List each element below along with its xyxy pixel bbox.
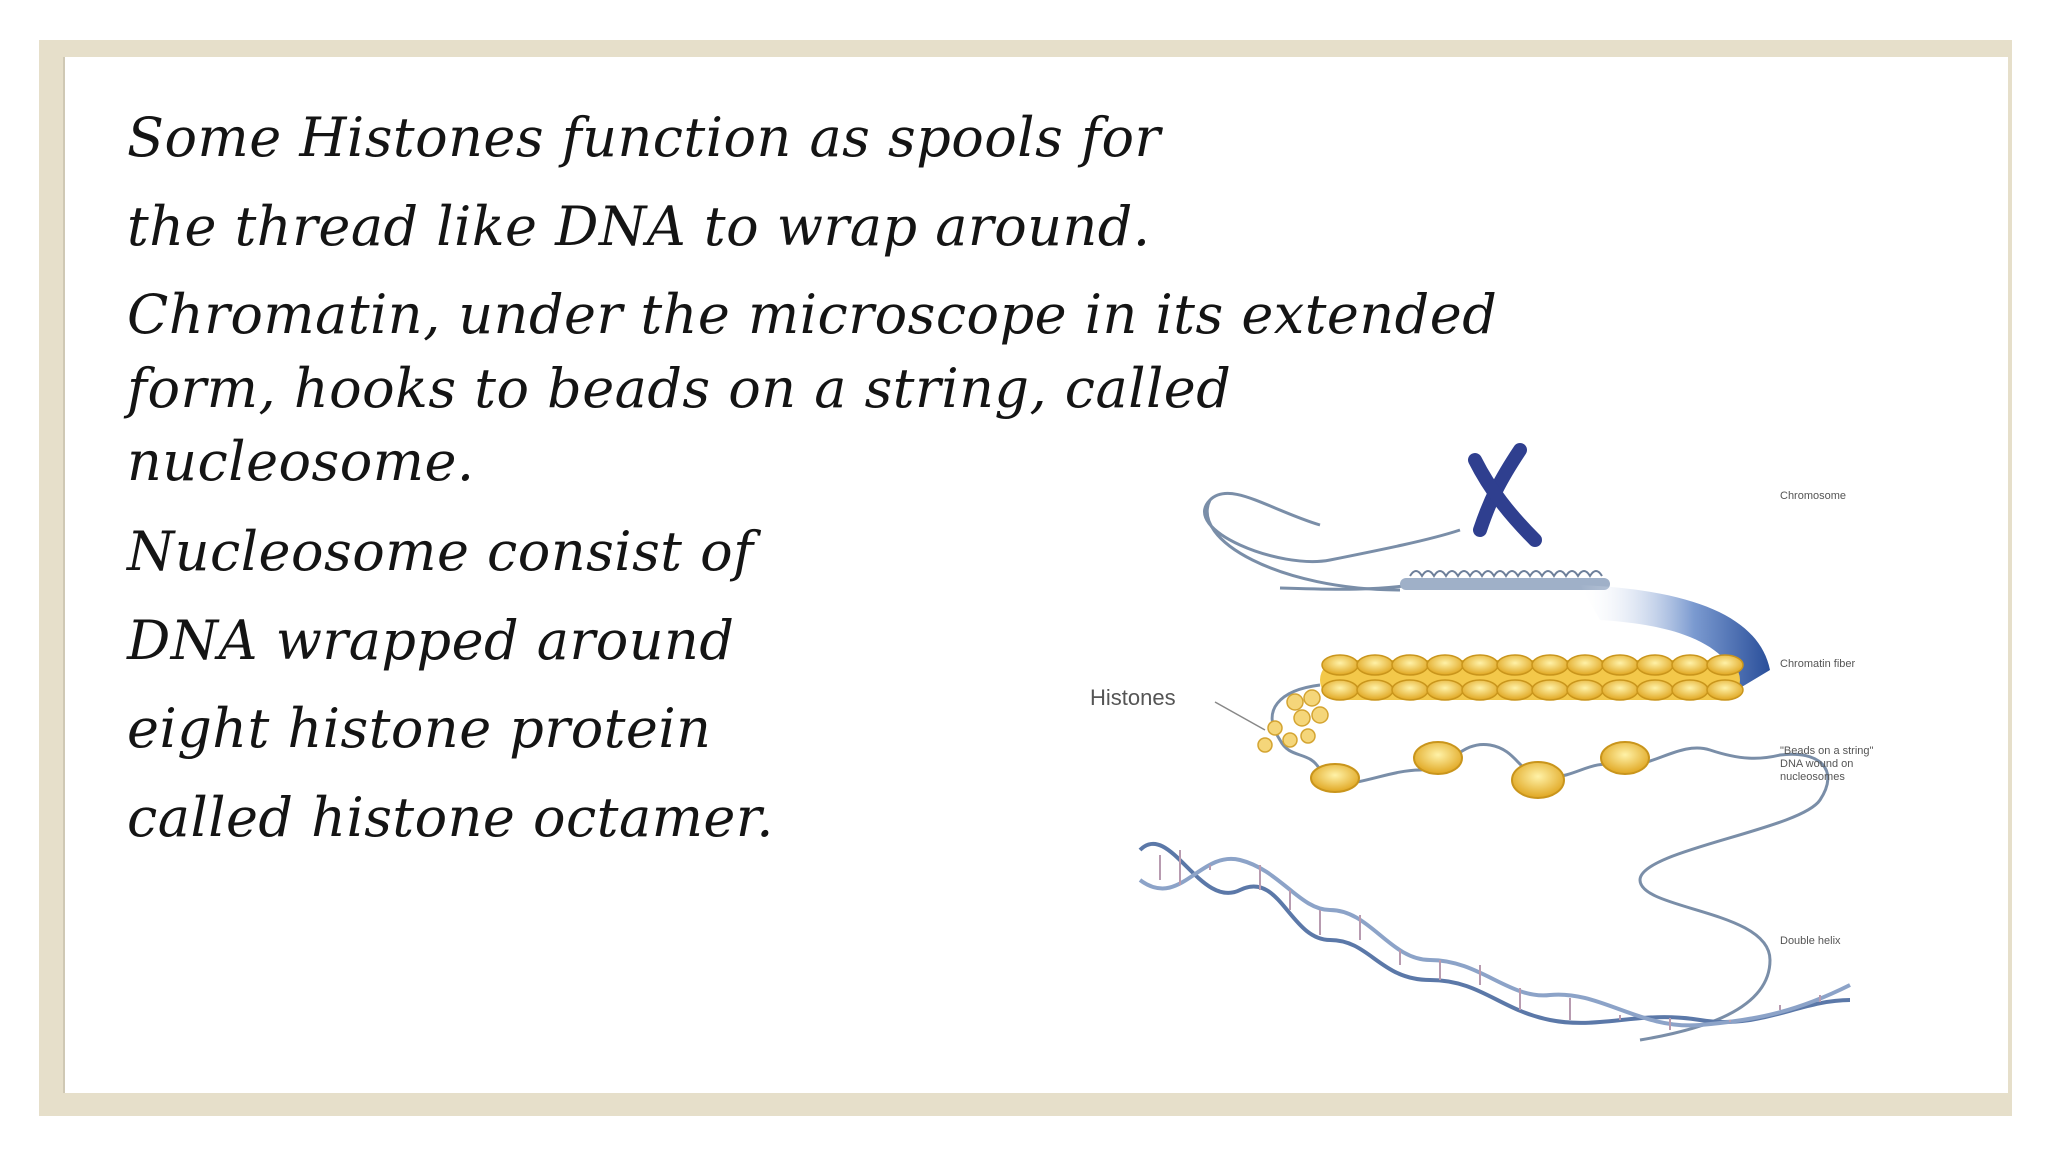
chromatin-fiber	[1320, 654, 1744, 701]
beads-label-2: DNA wound on	[1780, 758, 1854, 770]
text-line-6: Nucleosome consist of	[127, 520, 754, 583]
chromosome-dna-loop	[1203, 491, 1461, 563]
coiled-chromatin	[1400, 578, 1610, 590]
chromosome-label: Chromosome	[1780, 490, 1847, 502]
text-line-8: eight histone protein	[127, 697, 712, 760]
histones-label: Histones	[1090, 685, 1176, 710]
double-helix	[1138, 841, 1851, 1030]
text-line-4: form, hooks to beads on a string, called	[127, 357, 1232, 420]
histone-octamer-icon	[1257, 689, 1329, 753]
text-line-1: Some Histones function as spools for	[127, 106, 1161, 169]
text-line-3: Chromatin, under the microscope in its e…	[127, 283, 1498, 346]
beads-label-3: nucleosomes	[1780, 771, 1845, 783]
text-line-5: nucleosome.	[127, 430, 475, 493]
text-line-9: called histone octamer.	[127, 786, 774, 849]
chromosome-icon	[1468, 443, 1542, 547]
chromatin-fiber-label: Chromatin fiber	[1780, 658, 1856, 670]
nucleosome-beads	[1310, 741, 1650, 799]
chromatin-diagram: Histones Chromosome Chromatin fiber "Bea…	[1080, 440, 1980, 1080]
dna-strand	[1270, 683, 1830, 1042]
text-line-7: DNA wrapped around	[127, 609, 735, 672]
slide	[63, 57, 2008, 1093]
beads-label-1: "Beads on a string"	[1780, 745, 1874, 757]
double-helix-label: Double helix	[1780, 935, 1841, 947]
fiber-gradient	[1580, 585, 1770, 688]
text-line-2: the thread like DNA to wrap around.	[127, 195, 1151, 258]
